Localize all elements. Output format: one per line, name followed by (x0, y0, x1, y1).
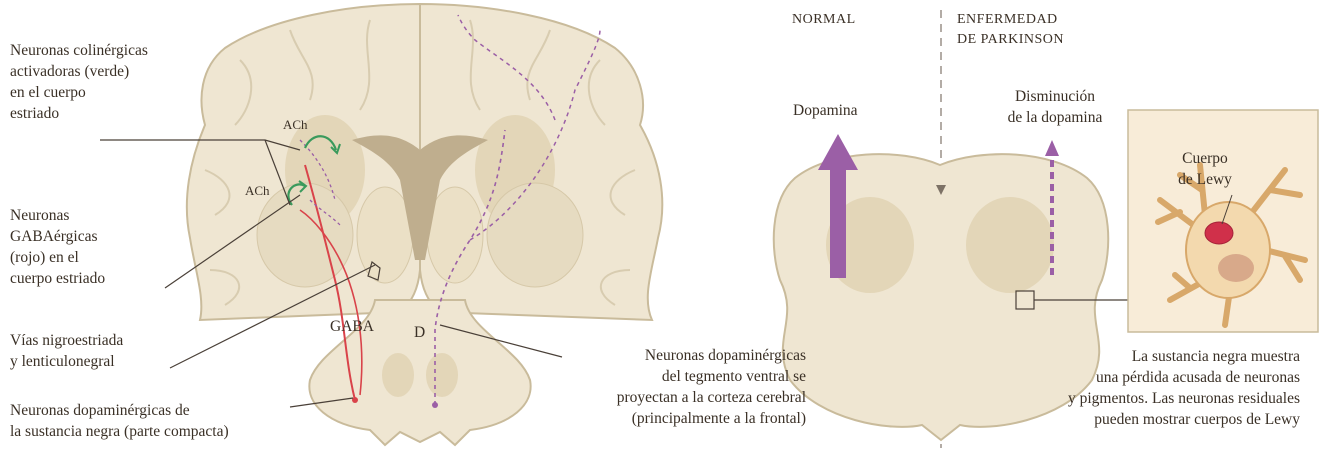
vta-neurons-label: Neuronas dopaminérgicas del tegmento ven… (617, 345, 806, 429)
dopamine-reduced-line-1: Disminución (992, 86, 1118, 107)
neuron-dot-vta (432, 402, 438, 408)
description-line-1: La sustancia negra muestra (1068, 346, 1300, 367)
cholinergic-line-2: activadoras (verde) (10, 61, 148, 82)
cerebral-peduncle-right (966, 197, 1054, 293)
midbrain-outline (774, 154, 1108, 440)
dopamine-reduced-line-2: de la dopamina (992, 107, 1118, 128)
lewy-line-1: Cuerpo (1150, 148, 1260, 169)
normal-title: NORMAL (792, 10, 856, 30)
pathways-line-1: Vías nigroestriada (10, 330, 123, 351)
lewy-inset (1128, 110, 1318, 332)
putamen-left (257, 183, 353, 287)
putamen-right (487, 183, 583, 287)
neuron-soma (1186, 202, 1270, 298)
ach-label-top: ACh (283, 114, 308, 135)
nigra-line-2: la sustancia negra (parte compacta) (10, 421, 229, 442)
vta-line-4: (principalmente a la frontal) (617, 408, 806, 429)
dopamine-arrow-normal-head (818, 134, 858, 170)
description-line-3: y pigmentos. Las neuronas residuales (1068, 388, 1300, 409)
gabaergic-line-3: (rojo) en el (10, 247, 105, 268)
ach-label-bottom: ACh (245, 180, 270, 201)
cholinergic-line-4: estriado (10, 103, 148, 124)
description-line-4: pueden mostrar cuerpos de Lewy (1068, 409, 1300, 430)
gabaergic-line-1: Neuronas (10, 205, 105, 226)
midbrain-nucleus-left (382, 353, 414, 397)
dopamine-normal-label: Dopamina (793, 100, 858, 121)
dopamine-arrow-normal-shaft (830, 168, 846, 278)
neuron-nucleus (1218, 254, 1254, 282)
d-label: D (414, 322, 425, 343)
gabaergic-line-2: GABAérgicas (10, 226, 105, 247)
pathways-line-2: y lenticulonegral (10, 351, 123, 372)
parkinson-line-1: ENFERMEDAD (957, 10, 1064, 30)
pathways-label: Vías nigroestriada y lenticulonegral (10, 330, 123, 372)
description-line-2: una pérdida acusada de neuronas (1068, 367, 1300, 388)
nigra-line-1: Neuronas dopaminérgicas de (10, 400, 229, 421)
cholinergic-line-1: Neuronas colinérgicas (10, 40, 148, 61)
gabaergic-line-4: cuerpo estriado (10, 268, 105, 289)
substantia-nigra-description: La sustancia negra muestra una pérdida a… (1068, 346, 1300, 430)
cholinergic-neurons-label: Neuronas colinérgicas activadoras (verde… (10, 40, 148, 124)
midbrain-nucleus-right (426, 353, 458, 397)
vta-line-2: del tegmento ventral se (617, 366, 806, 387)
gaba-label: GABA (330, 316, 374, 337)
dopamine-reduced-label: Disminución de la dopamina (992, 86, 1118, 128)
parkinson-line-2: DE PARKINSON (957, 30, 1064, 50)
vta-line-1: Neuronas dopaminérgicas (617, 345, 806, 366)
lewy-line-2: de Lewy (1150, 169, 1260, 190)
lewy-body-label: Cuerpo de Lewy (1150, 148, 1260, 190)
vta-line-3: proyectan a la corteza cerebral (617, 387, 806, 408)
dopamine-arrow-reduced-head (1045, 140, 1059, 156)
gabaergic-neurons-label: Neuronas GABAérgicas (rojo) en el cuerpo… (10, 205, 105, 289)
nigra-neurons-label: Neuronas dopaminérgicas de la sustancia … (10, 400, 229, 442)
lewy-body (1205, 222, 1233, 244)
cholinergic-line-3: en el cuerpo (10, 82, 148, 103)
parkinson-title: ENFERMEDAD DE PARKINSON (957, 10, 1064, 50)
